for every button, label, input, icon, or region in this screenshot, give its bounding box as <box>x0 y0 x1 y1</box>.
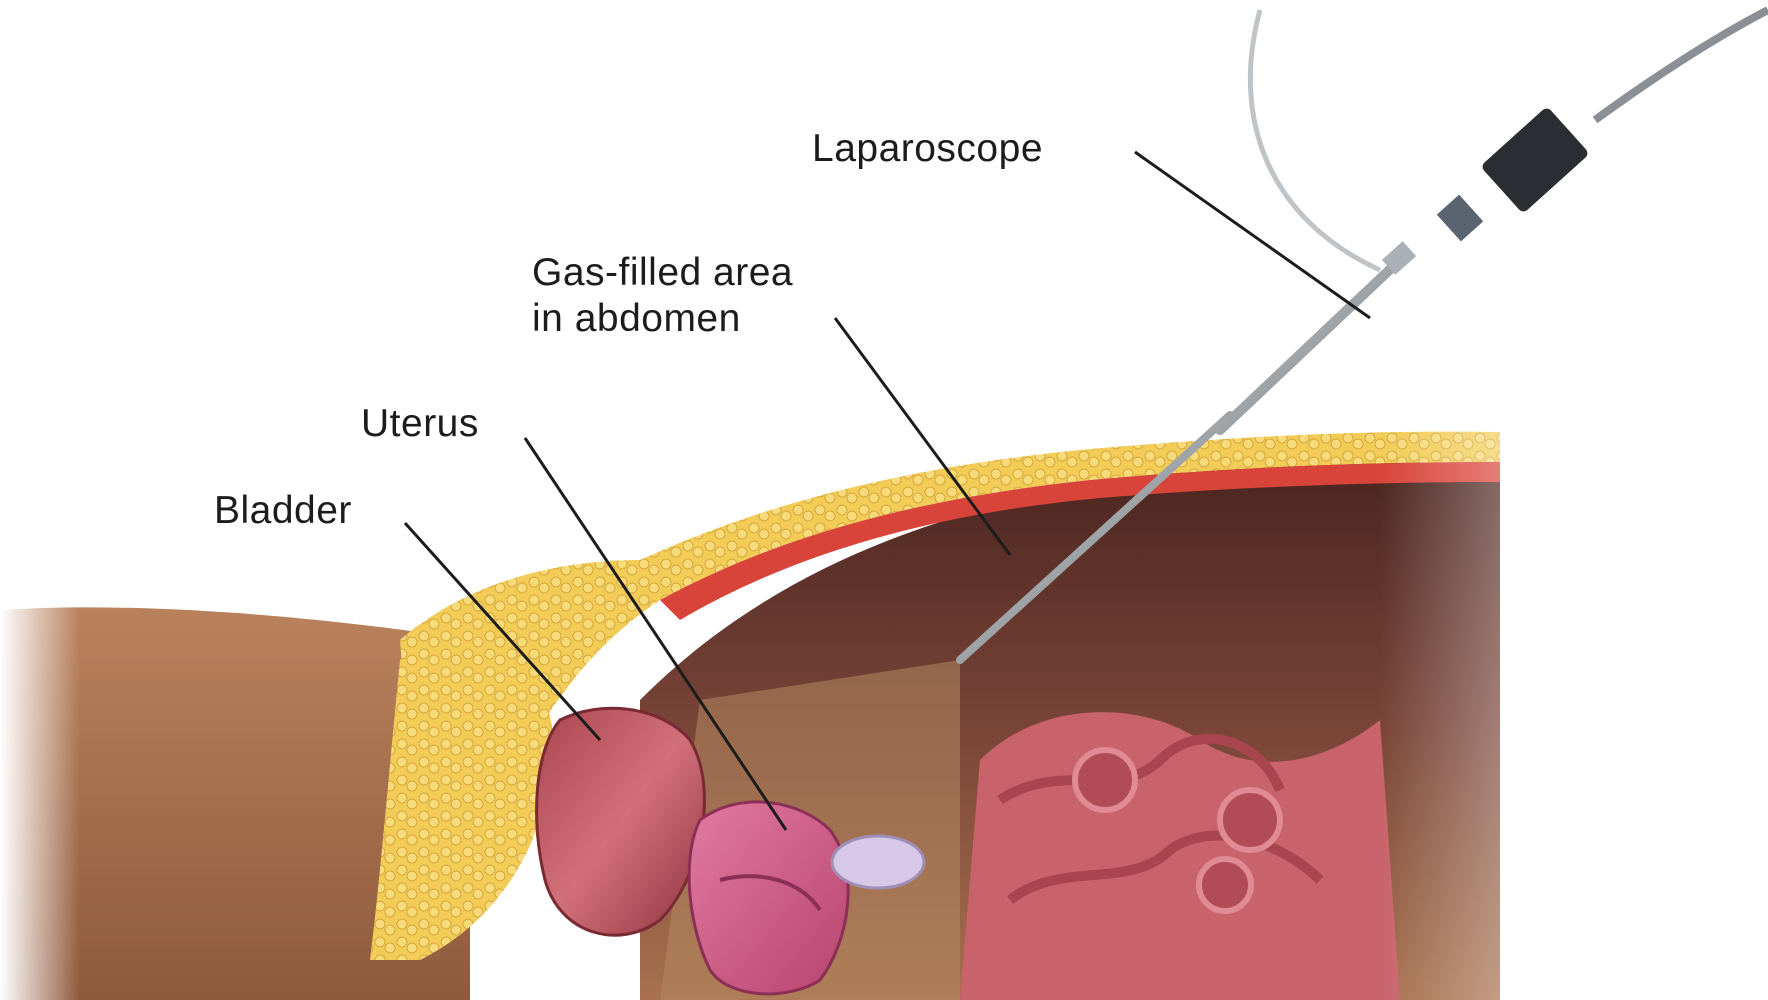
laparoscope-label: Laparoscope <box>812 126 1043 172</box>
leader-laparoscope <box>1135 152 1370 318</box>
gas-filled-area-label: Gas-filled area in abdomen <box>532 250 793 342</box>
ovary <box>832 836 924 888</box>
uterus-label: Uterus <box>361 401 479 447</box>
right-fade <box>1380 380 1768 1000</box>
gas-filled-area-label-line-1: Gas-filled area <box>532 250 793 296</box>
intestines <box>960 712 1400 1000</box>
pelvic-fat <box>370 638 553 961</box>
gas-filled-area-label-line-2: in abdomen <box>532 296 793 342</box>
bladder-label: Bladder <box>214 488 352 534</box>
uterus <box>689 802 848 994</box>
left-fade <box>0 580 80 1000</box>
